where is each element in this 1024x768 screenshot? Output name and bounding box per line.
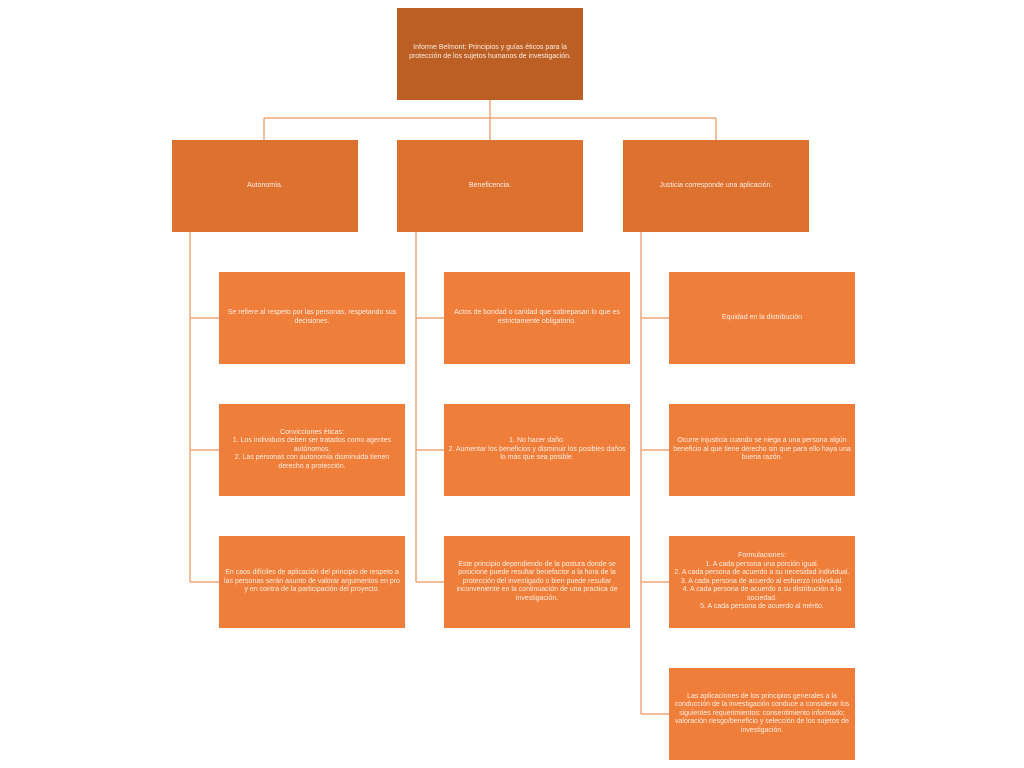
justicia-equity-box: Equidad en la distribución [669, 272, 855, 364]
leaf-text: Convicciones éticas: 1. Los individuos d… [232, 428, 392, 470]
beneficencia-posture-box: Este principio dependiendo de la postura… [444, 536, 630, 628]
branch-autonomia: Autonomía. [172, 140, 358, 232]
leaf-text: Formulaciones: 1. A cada persona una por… [674, 551, 850, 611]
branch-title: Beneficencia. [468, 181, 512, 189]
root-node-text: Informe Belmont: Principios y guías étic… [409, 44, 571, 60]
beneficencia-definition-box: Actos de bondad o caridad que sobrepasan… [444, 272, 630, 364]
autonomia-definition-box: Se refiere al respeto por las personas, … [219, 272, 405, 364]
leaf-text: En caos difíciles de aplicación del prin… [224, 569, 400, 594]
autonomia-difficult-cases-box: En caos difíciles de aplicación del prin… [219, 536, 405, 628]
justicia-formulations-box: Formulaciones: 1. A cada persona una por… [669, 536, 855, 628]
leaf-text: Este principio dependiendo de la postura… [456, 560, 618, 602]
branch-justicia: Justicia corresponde una aplicación. [623, 140, 809, 232]
leaf-text: Las aplicaciones de los principios gener… [674, 692, 850, 734]
leaf-text: 1. No hacer daño. 2. Aumentar los benefi… [448, 437, 626, 462]
leaf-text: Ocurre injusticia cuando se niega a una … [673, 437, 851, 462]
justicia-injustice-box: Ocurre injusticia cuando se niega a una … [669, 404, 855, 496]
leaf-text: Equidad en la distribución [721, 313, 803, 321]
autonomia-convictions-box: Convicciones éticas: 1. Los individuos d… [219, 404, 405, 496]
branch-title: Autonomía. [247, 181, 283, 189]
branch-title: Justicia corresponde una aplicación. [659, 181, 773, 189]
branch-beneficencia: Beneficencia. [397, 140, 583, 232]
root-node: Informe Belmont: Principios y guías étic… [397, 8, 583, 100]
leaf-text: Se refiere al respeto por las personas, … [227, 309, 397, 325]
justicia-applications-box: Las aplicaciones de los principios gener… [669, 668, 855, 760]
beneficencia-rules-box: 1. No hacer daño. 2. Aumentar los benefi… [444, 404, 630, 496]
leaf-text: Actos de bondad o caridad que sobrepasan… [454, 309, 620, 325]
